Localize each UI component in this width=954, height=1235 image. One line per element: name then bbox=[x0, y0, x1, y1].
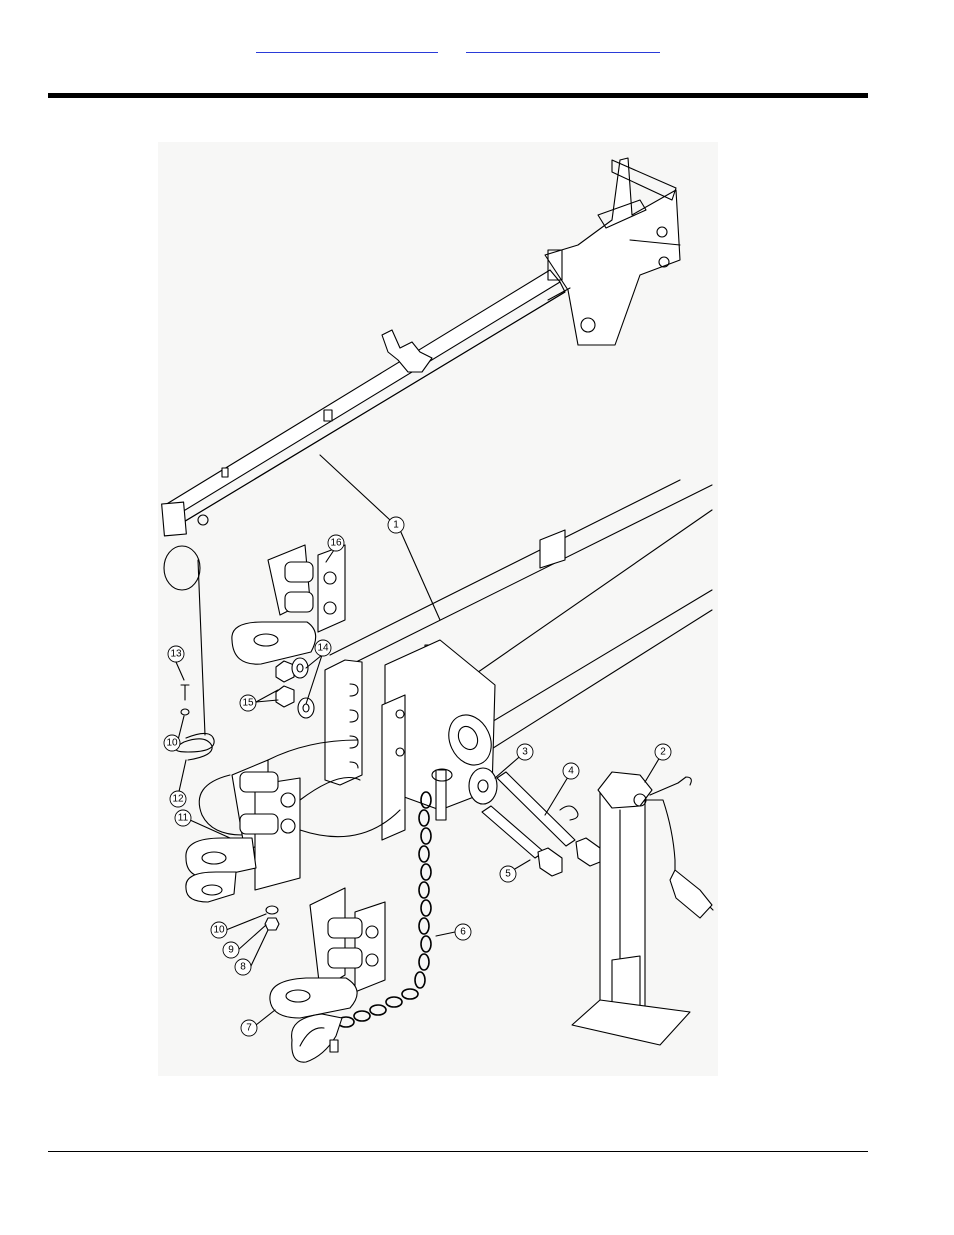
parts-diagram: 1 2 3 4 5 6 7 8 9 10 10 11 12 13 14 15 1… bbox=[158, 142, 718, 1076]
callout-1: 1 bbox=[388, 517, 404, 533]
footer-rule bbox=[48, 1151, 868, 1152]
svg-text:10: 10 bbox=[166, 738, 178, 749]
header-link-1[interactable] bbox=[256, 40, 438, 53]
callout-15: 15 bbox=[240, 695, 256, 711]
callout-7: 7 bbox=[241, 1020, 257, 1036]
callout-4: 4 bbox=[563, 763, 579, 779]
header-links bbox=[256, 40, 666, 56]
svg-text:7: 7 bbox=[246, 1023, 252, 1034]
jack-stand bbox=[572, 772, 713, 1045]
header-rule bbox=[48, 93, 868, 98]
callout-5: 5 bbox=[500, 866, 516, 882]
drawbar-hitch bbox=[186, 740, 400, 930]
svg-text:1: 1 bbox=[393, 520, 399, 531]
svg-text:4: 4 bbox=[568, 766, 574, 777]
svg-text:11: 11 bbox=[178, 813, 189, 824]
svg-text:12: 12 bbox=[172, 794, 184, 805]
svg-text:5: 5 bbox=[505, 869, 511, 880]
callout-6: 6 bbox=[455, 924, 471, 940]
callout-9: 9 bbox=[223, 942, 239, 958]
svg-text:9: 9 bbox=[228, 945, 234, 956]
callout-12: 12 bbox=[170, 791, 186, 807]
svg-text:8: 8 bbox=[240, 962, 246, 973]
svg-text:10: 10 bbox=[213, 925, 225, 936]
svg-text:15: 15 bbox=[242, 698, 254, 709]
nuts-and-washers bbox=[276, 658, 314, 718]
pins-and-bushing bbox=[469, 768, 600, 876]
clevis-bottom bbox=[270, 888, 385, 1018]
callout-13: 13 bbox=[168, 646, 184, 662]
header-link-2[interactable] bbox=[466, 40, 660, 53]
callout-2: 2 bbox=[655, 744, 671, 760]
svg-text:14: 14 bbox=[317, 643, 329, 654]
callout-14: 14 bbox=[315, 640, 331, 656]
svg-text:13: 13 bbox=[170, 649, 182, 660]
svg-text:6: 6 bbox=[460, 927, 466, 938]
svg-text:3: 3 bbox=[522, 747, 528, 758]
callout-8: 8 bbox=[235, 959, 251, 975]
callout-10-lower: 10 bbox=[211, 922, 227, 938]
callout-10-upper: 10 bbox=[164, 735, 180, 751]
callout-11: 11 bbox=[175, 810, 191, 826]
svg-text:2: 2 bbox=[660, 747, 666, 758]
svg-text:16: 16 bbox=[330, 538, 342, 549]
callout-16: 16 bbox=[328, 535, 344, 551]
hitch-frame-upper bbox=[162, 158, 680, 536]
callout-3: 3 bbox=[517, 744, 533, 760]
exploded-view-drawing: 1 2 3 4 5 6 7 8 9 10 10 11 12 13 14 15 1… bbox=[158, 142, 718, 1076]
